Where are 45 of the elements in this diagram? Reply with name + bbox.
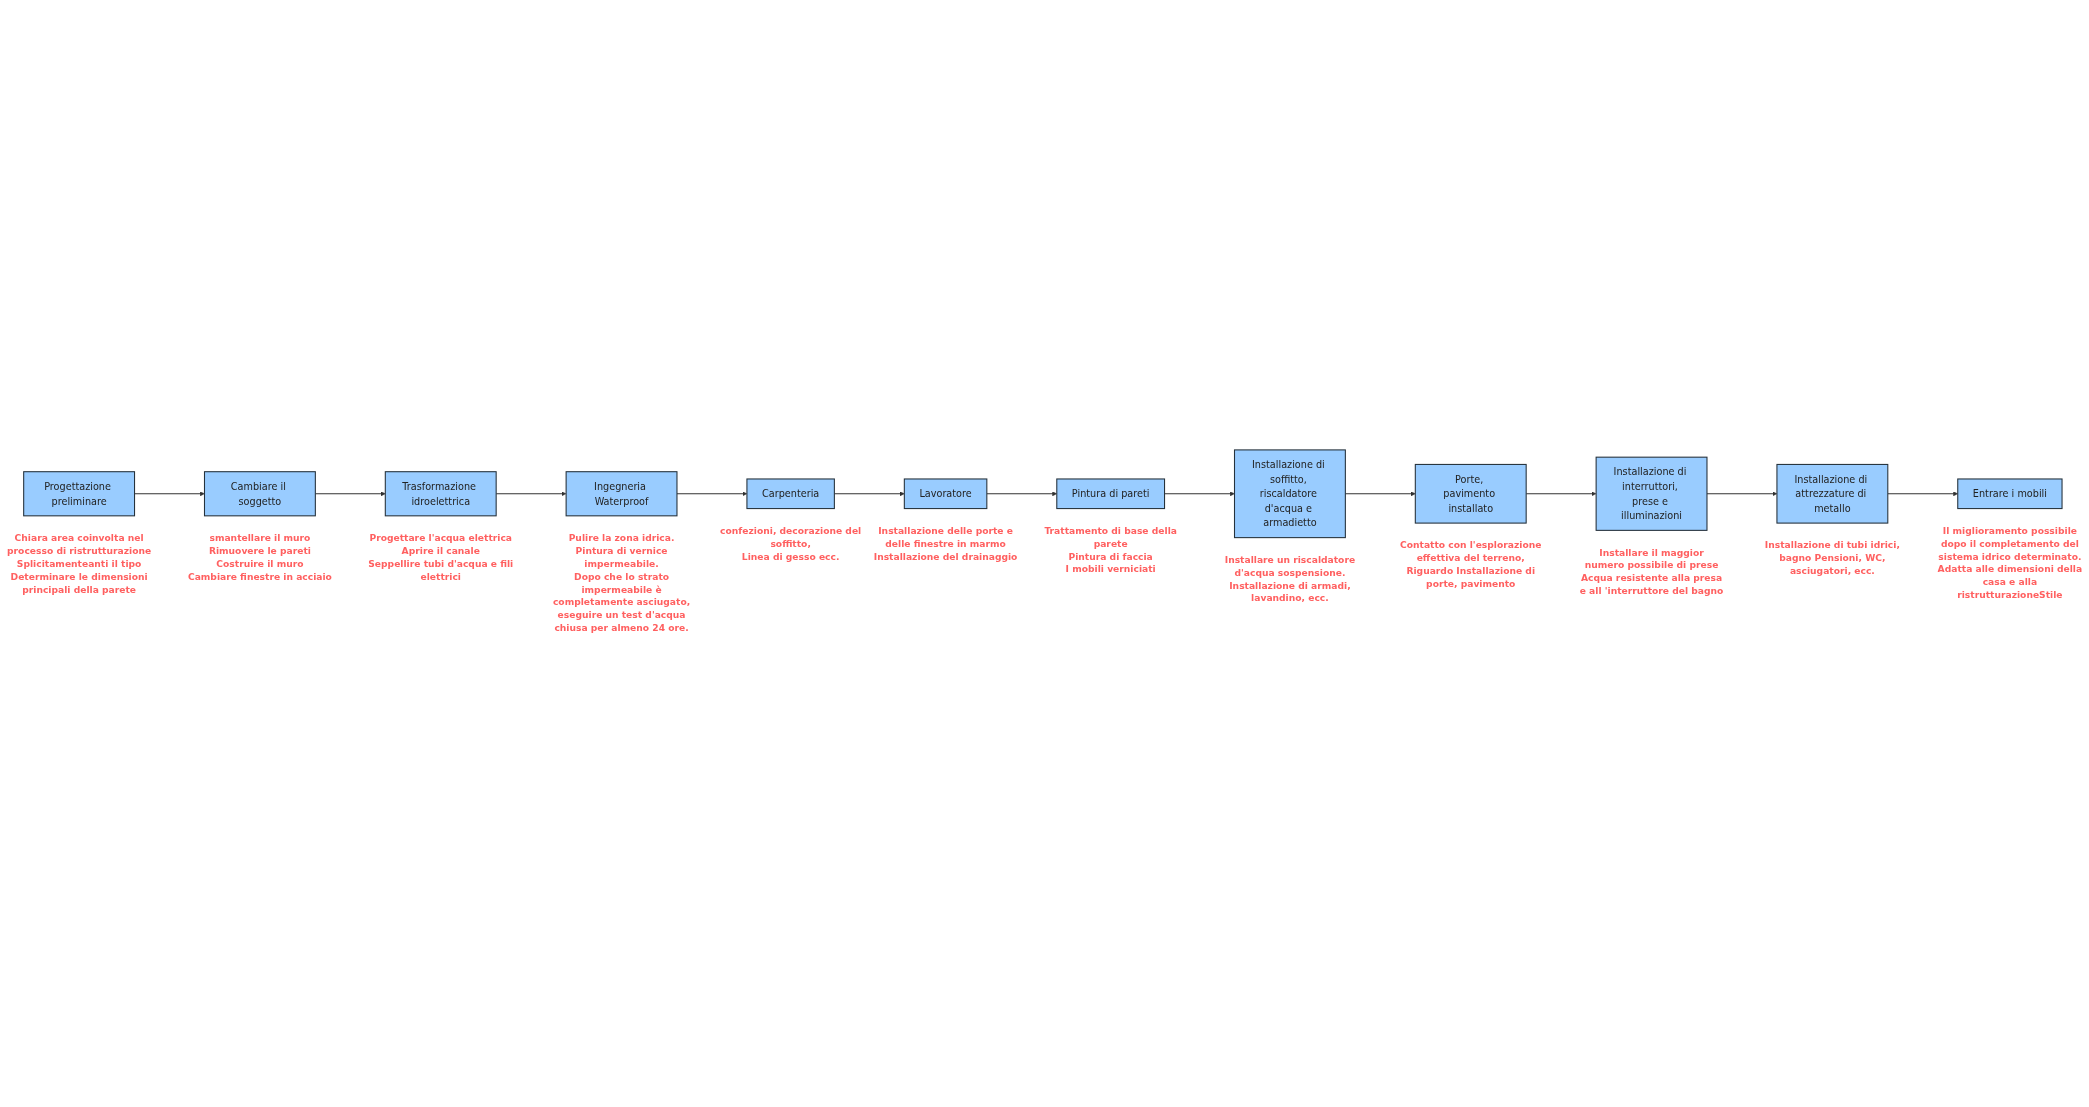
step-note: Acqua resistente alla presa e all 'interruttore del bagno <box>1578 572 1725 598</box>
step-note: Pintura di faccia <box>1067 550 1154 564</box>
step-note: Contatto con l'esplorazione effettiva del terreno, <box>1399 539 1543 565</box>
step-note: Trattamento di base della parete <box>1043 524 1178 551</box>
step-note: Installazione di armadi, lavandino, ecc. <box>1228 579 1352 605</box>
node-box: Porte, pavimento installato <box>1414 463 1527 524</box>
node-box: Installazione di soffitto, riscaldatore d'acqua e armadietto <box>1233 449 1346 539</box>
node-box: Carpenteria <box>746 478 835 510</box>
step-note: Chiara area coinvolta nel processo di ristrutturazione <box>6 531 152 558</box>
node-box: Installazione di interruttori, prese e illuminazioni <box>1595 456 1708 531</box>
step-note: confezioni, decorazione del soffitto, <box>719 524 863 551</box>
step-note: Adatta alle dimensioni della casa e alla ristrutturazioneStile <box>1937 563 2083 602</box>
node-box: Ingegneria Waterproof <box>565 471 678 517</box>
step-note: Il miglioramento possibile dopo il completamento del sistema idrico determinato. <box>1937 524 2083 564</box>
step-note: I mobili verniciati <box>1064 563 1157 576</box>
node-box: Cambiare il soggetto <box>203 471 316 517</box>
step-note: Rimuovere le pareti <box>207 544 312 558</box>
step-note: Pulire la zona idrica. <box>567 531 676 545</box>
step-note: Progettare l'acqua elettrica <box>368 531 513 545</box>
arrow <box>1164 491 1235 497</box>
node-box: Progettazione preliminare <box>23 471 136 517</box>
node-box: Trasformazione idroelettrica <box>384 471 497 517</box>
arrow <box>1887 491 1958 497</box>
step-note: Installazione delle porte e delle finestre in marmo <box>877 524 1014 551</box>
node-box: Installazione di attrezzature di metallo <box>1776 463 1889 524</box>
step-note: Pintura di vernice impermeabile. <box>574 544 669 571</box>
step-note: Aprire il canale <box>400 544 481 558</box>
step-note: Riguardo Installazione di porte, pavimento <box>1405 564 1537 591</box>
step-note: Splicitamenteanti il tipo <box>15 557 143 571</box>
node-box: Entrare i mobili <box>1957 478 2063 510</box>
node-box: Lavoratore <box>903 478 988 510</box>
step-note: Seppellire tubi d'acqua e fili elettrici <box>368 557 514 584</box>
step-note: Installare il maggior numero possibile di prese <box>1583 546 1720 573</box>
step-note: Installare un riscaldatore d'acqua sospensione. <box>1223 553 1357 580</box>
arrow <box>134 491 205 497</box>
step-note: Determinare le dimensioni principali della parete <box>9 570 149 596</box>
step-note: smantellare il muro <box>208 531 312 545</box>
arrow <box>986 491 1057 497</box>
step-note: Cambiare finestre in acciaio <box>187 570 333 584</box>
step-note: Linea di gesso ecc. <box>740 550 841 564</box>
step-note: Installazione di tubi idrici, bagno Pensioni, WC, asciugatori, ecc. <box>1763 539 1901 578</box>
step-note: Costruire il muro <box>215 557 305 571</box>
step-note: Dopo che lo strato impermeabile è completamente asciugato, eseguire un test d'acqua chiusa per almeno 24 ore. <box>551 570 692 635</box>
step-note: Installazione del drainaggio <box>872 550 1019 564</box>
node-box: Pintura di pareti <box>1056 478 1166 510</box>
